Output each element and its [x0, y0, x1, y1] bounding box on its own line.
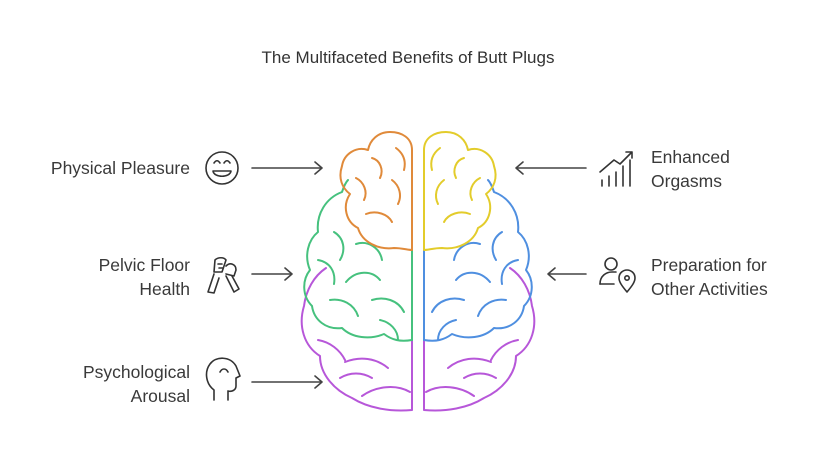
- arrow-physical-pleasure: [251, 161, 323, 175]
- label-preparation-other-activities: Preparation for Other Activities: [651, 255, 768, 299]
- label-psychological-arousal: Psychological Arousal: [83, 362, 190, 406]
- arrow-preparation-other-activities: [547, 267, 587, 281]
- hand-grip-icon: [207, 256, 240, 294]
- arrow-enhanced-orgasms: [515, 161, 587, 175]
- label-enhanced-orgasms: Enhanced Orgasms: [651, 147, 730, 191]
- brain-lobe-purple: [300, 267, 536, 412]
- label-physical-pleasure: Physical Pleasure: [50, 158, 190, 178]
- brain-lobe-orange: [339, 131, 413, 251]
- label-pelvic-floor-health: Pelvic Floor Health: [98, 255, 190, 299]
- arrows: [251, 161, 587, 389]
- person-location-icon: [599, 257, 636, 293]
- page-title: The Multifaceted Benefits of Butt Plugs: [261, 48, 555, 67]
- brain-lobe-yellow: [423, 131, 497, 251]
- brain-lobe-blue: [423, 179, 533, 342]
- arrow-psychological-arousal: [251, 375, 323, 389]
- head-profile-icon: [205, 357, 241, 401]
- rising-chart-icon: [599, 151, 633, 187]
- brain-lobe-green: [303, 179, 413, 342]
- smiling-face-icon: [205, 151, 239, 185]
- arrow-pelvic-floor-health: [251, 267, 293, 281]
